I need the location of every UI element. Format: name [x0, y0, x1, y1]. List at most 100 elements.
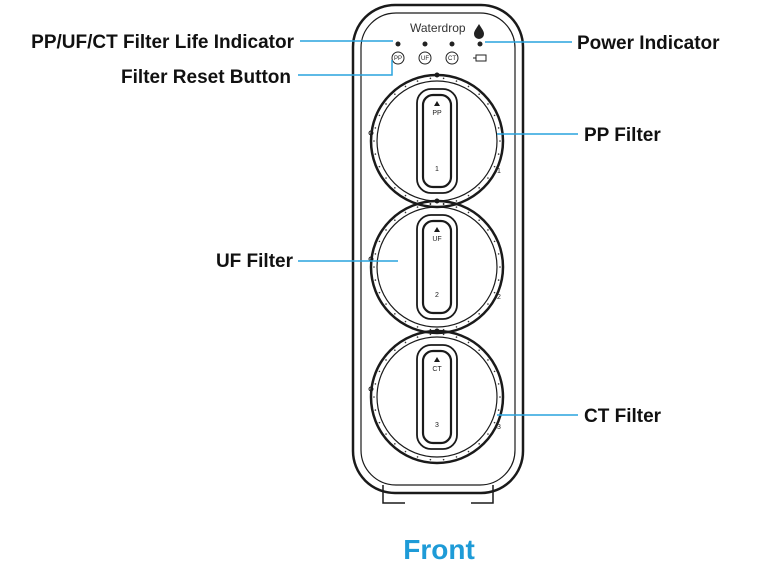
ct-dial-tick — [374, 409, 377, 411]
ct-dial-tick — [404, 341, 407, 344]
pp-dial-code: PP — [432, 110, 442, 117]
pp-dial-tick — [404, 85, 407, 88]
ct-dial-tick — [416, 456, 419, 458]
uf-dial-tick — [497, 253, 500, 255]
pp-dial-tick — [378, 165, 381, 168]
ct-dial-tick — [404, 450, 407, 453]
led-label-uf: UF — [421, 56, 429, 62]
uf-dial-joint-dot — [434, 198, 440, 204]
life-indicator-label: PP/UF/CT Filter Life Indicator — [31, 32, 294, 53]
ct-dial-tick — [442, 333, 445, 336]
water-drop-icon — [474, 24, 484, 39]
uf-dial-tick — [385, 229, 387, 231]
uf-dial-tick — [416, 326, 419, 328]
ct-dial-joint-dot — [434, 328, 440, 334]
uf-up-arrow-icon — [434, 227, 440, 232]
ct-grip-inner — [421, 349, 453, 445]
uf-dial-tick — [487, 229, 489, 231]
uf-dial-tick — [493, 291, 496, 294]
pp-grip-handle[interactable] — [416, 88, 458, 194]
ct-dial-tick — [455, 456, 458, 458]
ct-dial-tick — [429, 333, 432, 336]
uf-dial-code: UF — [432, 236, 441, 243]
pp-side-number: 1 — [497, 168, 501, 175]
uf-dial-tick — [404, 211, 407, 214]
ct-dial-tick — [493, 370, 496, 373]
purifier-body — [351, 3, 525, 504]
reset-button-leader — [298, 60, 393, 76]
ct-dial-tick — [394, 443, 396, 445]
pp-dial-tick — [429, 77, 432, 80]
ct-dial-tick — [416, 336, 419, 338]
uf-dial-tick — [416, 206, 419, 208]
ct-dial-tick — [478, 443, 480, 445]
pp-dial-tick — [394, 93, 396, 95]
pp-dial-tick — [487, 103, 489, 105]
ct-dial-tick — [378, 370, 381, 373]
ct-dial-tick — [487, 359, 489, 361]
pp-dial-number: 1 — [435, 166, 439, 173]
uf-dial-tick — [499, 266, 501, 268]
uf-filter-dial[interactable]: UF 2 2 — [368, 198, 505, 335]
uf-dial-tick — [374, 253, 377, 255]
ct-dial-tick — [374, 383, 377, 385]
uf-side-number: 2 — [497, 294, 501, 301]
pp-dial-tick — [499, 140, 501, 142]
pp-dial-tick — [467, 194, 470, 197]
pp-dial-tick — [442, 77, 445, 80]
pp-dial-tick — [374, 153, 377, 155]
pp-dial-tick — [497, 127, 500, 129]
ct-filter-label: CT Filter — [584, 406, 662, 427]
leader-lines — [298, 40, 578, 416]
pp-dial-tick — [493, 114, 496, 117]
uf-dial-number: 2 — [435, 292, 439, 299]
ct-dial-tick — [378, 421, 381, 424]
pp-dial-tick — [478, 93, 480, 95]
ct-dial-face — [376, 336, 498, 458]
ct-dial-tick — [467, 450, 470, 453]
uf-dial-tick — [385, 303, 387, 305]
ct-dial-tick — [429, 458, 432, 461]
ct-grip-handle[interactable] — [416, 344, 458, 450]
ct-dial-tick — [442, 458, 445, 461]
brand-logo-text: Waterdrop — [410, 21, 466, 35]
ct-dial-tick — [455, 336, 458, 338]
uf-dial-tick — [455, 326, 458, 328]
power-indicator-label: Power Indicator — [577, 33, 720, 54]
uf-dial-tick — [442, 203, 445, 206]
uf-dial-tick — [394, 313, 396, 315]
ct-dial-tick — [487, 433, 489, 435]
ct-dial-notch — [368, 386, 374, 392]
pp-dial-tick — [478, 187, 480, 189]
reset-button[interactable]: PP — [391, 51, 405, 65]
uf-dial-tick — [478, 219, 480, 221]
pp-dial-tick — [416, 200, 419, 202]
led-label-pp: PP — [394, 56, 402, 62]
pp-dial-tick — [374, 127, 377, 129]
pp-dial-tick — [378, 114, 381, 117]
front-caption: Front — [403, 534, 475, 565]
uf-dial-tick — [467, 320, 470, 323]
led-label-ct: CT — [448, 56, 456, 62]
pp-filter-label: PP Filter — [584, 125, 661, 146]
pp-dial-tick — [455, 200, 458, 202]
reset-button-label: Filter Reset Button — [121, 67, 291, 88]
pp-dial-tick — [455, 80, 458, 82]
pp-filter-dial[interactable]: PP 1 1 — [368, 72, 505, 209]
ct-dial-code: CT — [432, 366, 442, 373]
pp-dial-notch — [368, 130, 374, 136]
ct-dial-tick — [373, 396, 375, 398]
uf-dial-tick — [378, 291, 381, 294]
uf-dial-tick — [373, 266, 375, 268]
pp-dial-tick — [467, 85, 470, 88]
uf-grip-inner — [421, 219, 453, 315]
pp-dial-tick — [404, 194, 407, 197]
ct-dial-tick — [497, 383, 500, 385]
ct-dial-tick — [497, 409, 500, 411]
uf-dial-tick — [455, 206, 458, 208]
uf-grip-handle[interactable] — [416, 214, 458, 320]
uf-dial-tick — [404, 320, 407, 323]
ct-led-ring: CT — [445, 51, 459, 65]
